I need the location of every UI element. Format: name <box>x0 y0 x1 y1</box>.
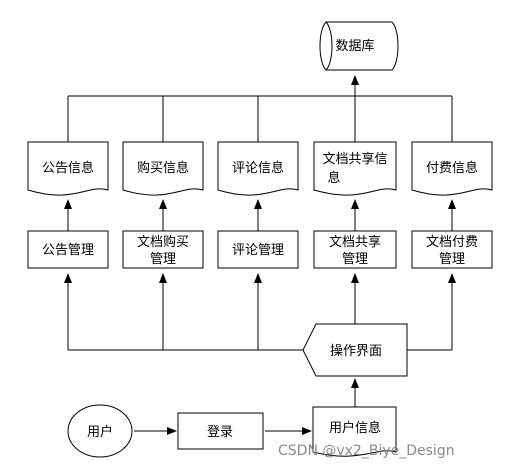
login-label: 登录 <box>207 425 233 440</box>
arrowhead <box>351 75 359 85</box>
database-shape <box>319 21 399 71</box>
mgmt-announcement-label: 公告管理 <box>42 243 94 258</box>
document-node-purchase: 购买信息 <box>122 141 204 196</box>
arrowhead <box>159 199 167 209</box>
module-payment: 文档付费 管理 <box>411 230 493 269</box>
login-shape <box>177 412 264 450</box>
document-node-announcement: 公告信息 <box>27 141 109 196</box>
arrowheads <box>64 75 456 435</box>
connectors <box>67 78 453 432</box>
module-comment: 评论管理 <box>217 230 299 269</box>
arrowhead <box>254 273 262 283</box>
info-announcement-label: 公告信息 <box>42 160 94 176</box>
database-node: 数据库 <box>319 21 399 71</box>
module-purchase: 文档购买 管理 <box>122 230 204 269</box>
info-share-label-line2: 息 <box>327 170 340 186</box>
user-info-shape <box>312 406 397 457</box>
module-share: 文档共享 管理 <box>313 230 397 269</box>
mgmt-share-label-line2: 管理 <box>342 252 368 267</box>
module-announcement: 公告管理 <box>27 230 109 269</box>
arrowhead <box>448 199 456 209</box>
document-node-payment: 付费信息 <box>411 141 493 196</box>
interface-label: 操作界面 <box>330 343 382 359</box>
arrowhead <box>159 273 167 283</box>
arrowhead <box>351 273 359 283</box>
arrowhead <box>64 273 72 283</box>
arrowhead <box>167 427 177 435</box>
info-documents: 公告信息 购买信息 评论信息 文档共享信 息 付费信息 <box>27 141 493 196</box>
info-share-label-line1: 文档共享信 <box>322 151 387 167</box>
mgmt-share-label-line1: 文档共享 <box>329 234 381 250</box>
watermark-text: CSDN @vx2_Biye_Design <box>278 443 455 459</box>
user-info-node: 用户信息 <box>312 406 397 457</box>
mgmt-purchase-label-line1: 文档购买 <box>137 234 189 250</box>
info-payment-label: 付费信息 <box>426 160 478 176</box>
arrowhead <box>302 427 312 435</box>
user-info-label: 用户信息 <box>329 420 381 436</box>
arrowhead <box>448 273 456 283</box>
user-shape <box>67 404 133 458</box>
mgmt-comment-label: 评论管理 <box>232 243 284 258</box>
info-comment-label: 评论信息 <box>232 160 284 176</box>
arrowhead <box>351 199 359 209</box>
database-label: 数据库 <box>335 38 374 54</box>
document-node-share: 文档共享信 息 <box>313 141 397 196</box>
login-node: 登录 <box>177 412 264 450</box>
mgmt-purchase-label-line2: 管理 <box>150 252 176 267</box>
document-node-comment: 评论信息 <box>217 141 299 196</box>
info-purchase-label: 购买信息 <box>137 160 189 176</box>
user-node: 用户 <box>67 404 133 458</box>
management-modules: 公告管理 文档购买 管理 评论管理 文档共享 管理 文档付费 管理 <box>27 230 493 269</box>
interface-shape <box>302 323 408 377</box>
mgmt-payment-label-line2: 管理 <box>439 252 465 267</box>
arrowhead <box>254 199 262 209</box>
arrowhead <box>64 199 72 209</box>
mgmt-payment-label-line1: 文档付费 <box>426 235 478 250</box>
interface-node: 操作界面 <box>302 323 408 377</box>
user-label: 用户 <box>87 424 113 440</box>
arrowhead <box>351 378 359 388</box>
